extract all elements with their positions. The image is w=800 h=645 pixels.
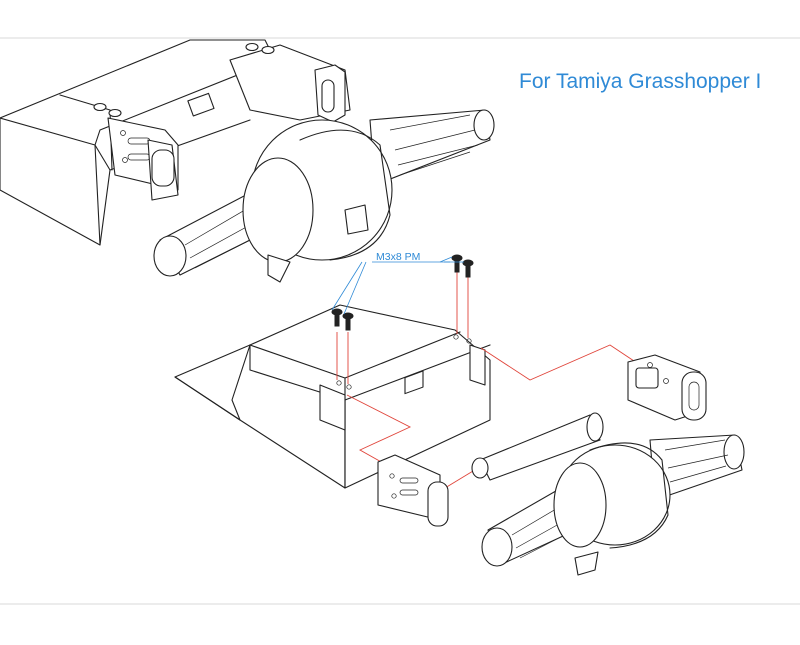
mount-bracket-left: [377, 454, 449, 527]
screw-1: [331, 308, 343, 327]
chassis-block-top: [0, 39, 276, 246]
screw-2: [342, 312, 354, 331]
screw-4: [462, 259, 474, 278]
axle-assembly-lower: [471, 412, 745, 576]
screw-3: [451, 254, 463, 273]
screw-callout-label: M3x8 PM: [376, 251, 420, 263]
diagram-title: For Tamiya Grasshopper I: [519, 70, 762, 93]
assembled-axle-view: [0, 39, 495, 283]
screw-set: [331, 254, 474, 331]
exploded-chassis-block: [174, 304, 491, 489]
screw-callout-leaders: [331, 256, 464, 315]
mount-bracket-right: [627, 354, 707, 421]
